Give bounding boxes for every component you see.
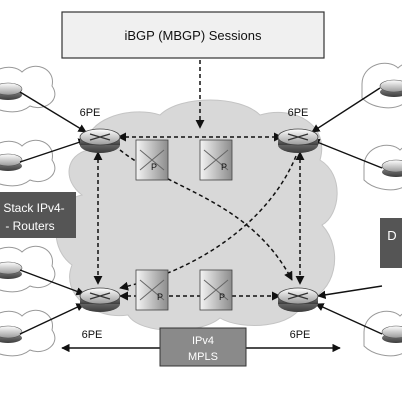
p-label: P <box>219 292 225 302</box>
core-box-line2: MPLS <box>188 351 218 363</box>
pe-label: 6PE <box>80 107 101 119</box>
pe-label: 6PE <box>82 329 103 341</box>
router-icon <box>381 159 402 177</box>
p-router-bottom-right: P <box>199 269 233 311</box>
router-icon <box>381 325 402 343</box>
p-router-top-right: P <box>199 139 233 181</box>
ibgp-banner: iBGP (MBGP) Sessions <box>61 11 325 59</box>
pe-router-top-right: 6PE <box>277 107 319 153</box>
left-box-line2: - Routers <box>5 219 54 233</box>
right-dual-stack-box: D <box>380 218 402 268</box>
pe-router-bottom-left: 6PE <box>79 287 121 341</box>
p-label: P <box>157 292 163 302</box>
right-site-clouds <box>361 62 402 357</box>
pe-router-top-left: 6PE <box>79 107 121 153</box>
ibgp-banner-label: iBGP (MBGP) Sessions <box>124 28 262 43</box>
core-box-line1: IPv4 <box>192 335 214 347</box>
right-box-label: D <box>387 228 396 243</box>
p-router-bottom-left: P <box>135 269 169 311</box>
left-site-routers <box>0 82 23 343</box>
right-site-routers <box>379 79 402 343</box>
left-site-clouds <box>0 65 56 357</box>
router-icon <box>0 261 23 279</box>
p-label: P <box>221 162 227 172</box>
p-router-top-left: P <box>135 139 169 181</box>
p-label: P <box>151 162 157 172</box>
router-icon <box>0 325 23 343</box>
router-icon <box>0 153 23 171</box>
pe-router-bottom-right: 6PE <box>277 287 319 341</box>
left-box-line1: Stack IPv4- <box>3 201 64 215</box>
access-links <box>19 87 383 335</box>
left-dual-stack-box: Stack IPv4- - Routers <box>0 192 76 238</box>
pe-label: 6PE <box>290 329 311 341</box>
pe-label: 6PE <box>288 107 309 119</box>
core-label-group: IPv4 MPLS <box>61 327 341 367</box>
router-icon <box>379 79 402 97</box>
router-icon <box>0 82 23 100</box>
